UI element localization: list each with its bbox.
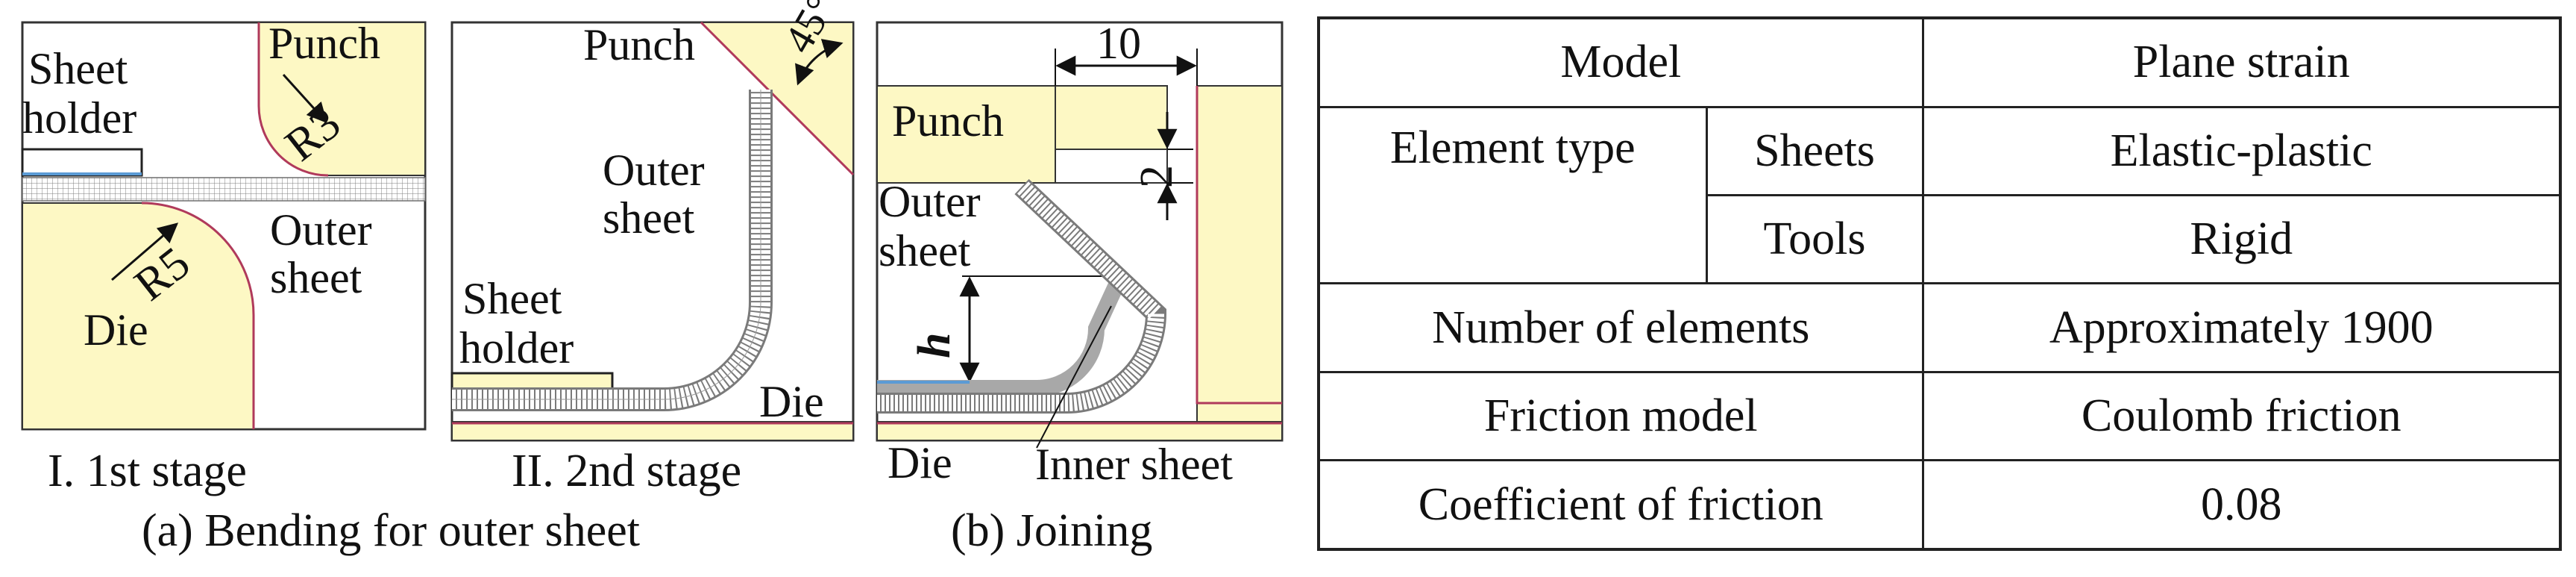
stage2-die: [451, 421, 854, 441]
stage2-drawing: [450, 21, 855, 442]
stage1-outer-sheet-label-2: sheet: [270, 253, 362, 302]
simulation-figure: Sheet holder Punch R3 R5 Outer sheet Die…: [21, 0, 1284, 556]
model-value: Plane strain: [1921, 16, 2562, 108]
element-type-label: Element type: [1317, 105, 1708, 285]
table-row: Friction model Coulomb friction: [1317, 370, 2562, 462]
table-row: Element type Sheets Elastic-plastic: [1317, 105, 2562, 285]
panel-a-caption: (a) Bending for outer sheet: [142, 505, 640, 556]
stage2-outer-sheet-label-2: sheet: [603, 193, 695, 243]
stage1-die-label: Die: [84, 305, 148, 355]
stage1-holder: [21, 148, 143, 177]
stage1-sheet-holder-label-1: Sheet: [28, 44, 128, 93]
stage1-sheet-holder-label-2: holder: [22, 93, 137, 143]
friction-model-label: Friction model: [1317, 370, 1924, 462]
coefficient-label: Coefficient of friction: [1317, 459, 1924, 551]
joining-dim-width: 10: [1096, 19, 1141, 68]
stage2-caption: II. 2nd stage: [512, 446, 742, 496]
joining-punch-label: Punch: [892, 96, 1004, 146]
table-row: Tools Rigid: [1319, 194, 2562, 285]
panel-b-caption: (b) Joining: [951, 505, 1153, 556]
tools-label: Tools: [1705, 194, 1924, 285]
tools-value: Rigid: [1921, 194, 2562, 285]
joining-die: [876, 421, 1283, 441]
stage2-punch-label: Punch: [583, 20, 695, 69]
num-elements-value: Approximately 1900: [1921, 282, 2562, 373]
coefficient-value: 0.08: [1921, 459, 2562, 551]
stage2-die-label: Die: [759, 377, 824, 426]
sheets-label: Sheets: [1705, 105, 1924, 197]
sheets-value: Elastic-plastic: [1921, 105, 2562, 197]
stage1-drawing: [21, 21, 427, 431]
table-row: Model Plane strain: [1317, 16, 2562, 108]
joining-dim-gap: 2: [1131, 165, 1182, 188]
joining-outer-sheet-label-2: sheet: [879, 226, 971, 275]
joining-height-symbol: h: [909, 332, 960, 358]
num-elements-label: Number of elements: [1317, 282, 1924, 373]
stage2-sheet-holder-label-1: Sheet: [462, 274, 562, 323]
joining-die-label: Die: [888, 438, 952, 487]
stage2-sheet-holder-label-2: holder: [459, 323, 574, 372]
table-row: Number of elements Approximately 1900: [1317, 282, 2562, 373]
friction-model-value: Coulomb friction: [1921, 370, 2562, 462]
stage2-outer-sheet-label-1: Outer: [603, 146, 705, 195]
stage1-outer-sheet: [22, 177, 426, 202]
stage1-outer-sheet-label-1: Outer: [270, 205, 372, 255]
joining-drawing: [876, 21, 1284, 449]
figure-drawing: [21, 21, 1284, 449]
stage1-punch-label: Punch: [268, 19, 380, 68]
stage1-caption: I. 1st stage: [48, 446, 247, 496]
simulation-conditions-table: Model Plane strain Element type Sheets E…: [1317, 16, 2562, 551]
joining-outer-sheet-label-1: Outer: [879, 177, 981, 226]
table-row: Coefficient of friction 0.08: [1317, 459, 2562, 551]
joining-inner-sheet-label: Inner sheet: [1035, 440, 1233, 489]
model-label: Model: [1317, 16, 1924, 108]
